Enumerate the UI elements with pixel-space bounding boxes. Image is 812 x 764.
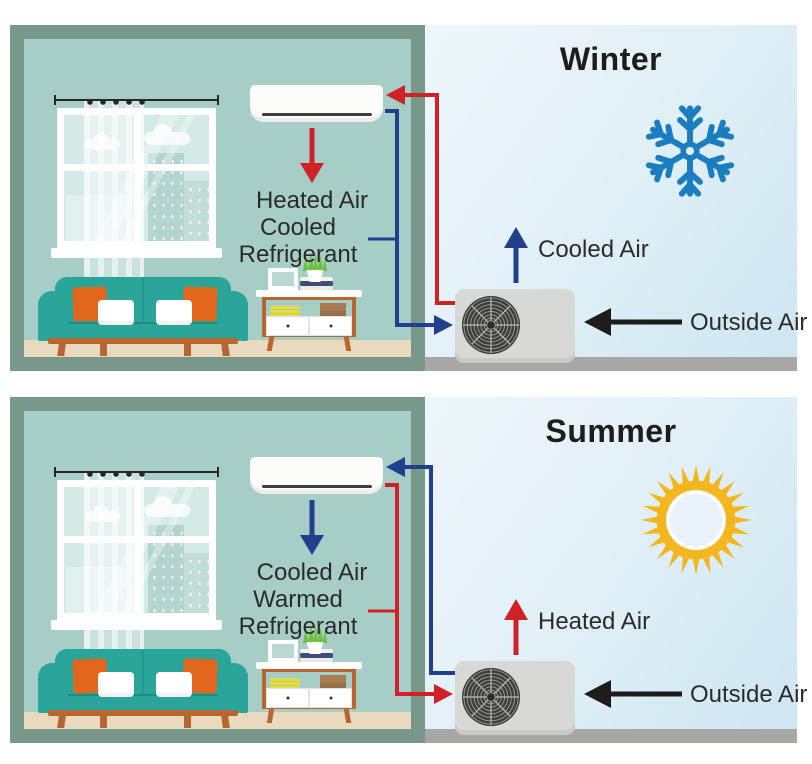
cushion	[156, 672, 192, 697]
summer-panel: Summer Cooled Air Warmed Refrigerant Hea…	[0, 397, 812, 743]
winter-panel: Winter Heated Air Cooled Refrigerant Coo…	[0, 25, 812, 371]
cloud-icon	[144, 496, 190, 517]
summer-title: Summer	[545, 413, 677, 449]
outdoor-unit	[455, 661, 575, 735]
outside-air-label: Outside Air	[690, 681, 808, 708]
outside-air-label: Outside Air	[690, 309, 808, 336]
cushion	[98, 672, 134, 697]
room-floor	[24, 712, 411, 729]
cloud-icon	[144, 124, 190, 145]
warmed-refrigerant-label: Warmed Refrigerant	[238, 586, 358, 640]
photo-frame	[268, 640, 298, 662]
sun-icon	[640, 464, 752, 576]
shelf-box	[320, 675, 346, 688]
room-floor	[24, 340, 411, 357]
fan-icon	[461, 295, 521, 355]
heated-air-label: Heated Air	[538, 608, 651, 635]
shelf-books	[270, 306, 300, 316]
cushion	[98, 300, 134, 325]
fan-icon	[461, 667, 521, 727]
heated-air-label: Heated Air	[255, 187, 369, 214]
cooled-refrigerant-label: Cooled Refrigerant	[238, 214, 358, 268]
cooled-air-label: Cooled Air	[256, 559, 368, 586]
snowflake-icon	[640, 101, 740, 201]
outdoor-unit	[455, 289, 575, 363]
indoor-unit	[250, 457, 383, 494]
cooled-air-label: Cooled Air	[538, 236, 649, 263]
indoor-unit-vent	[262, 485, 372, 488]
cushion	[156, 300, 192, 325]
photo-frame	[268, 268, 298, 290]
indoor-unit-vent	[262, 113, 372, 116]
shelf-box	[320, 303, 346, 316]
shelf-books	[270, 678, 300, 688]
winter-title: Winter	[559, 41, 663, 77]
indoor-unit	[250, 85, 383, 122]
